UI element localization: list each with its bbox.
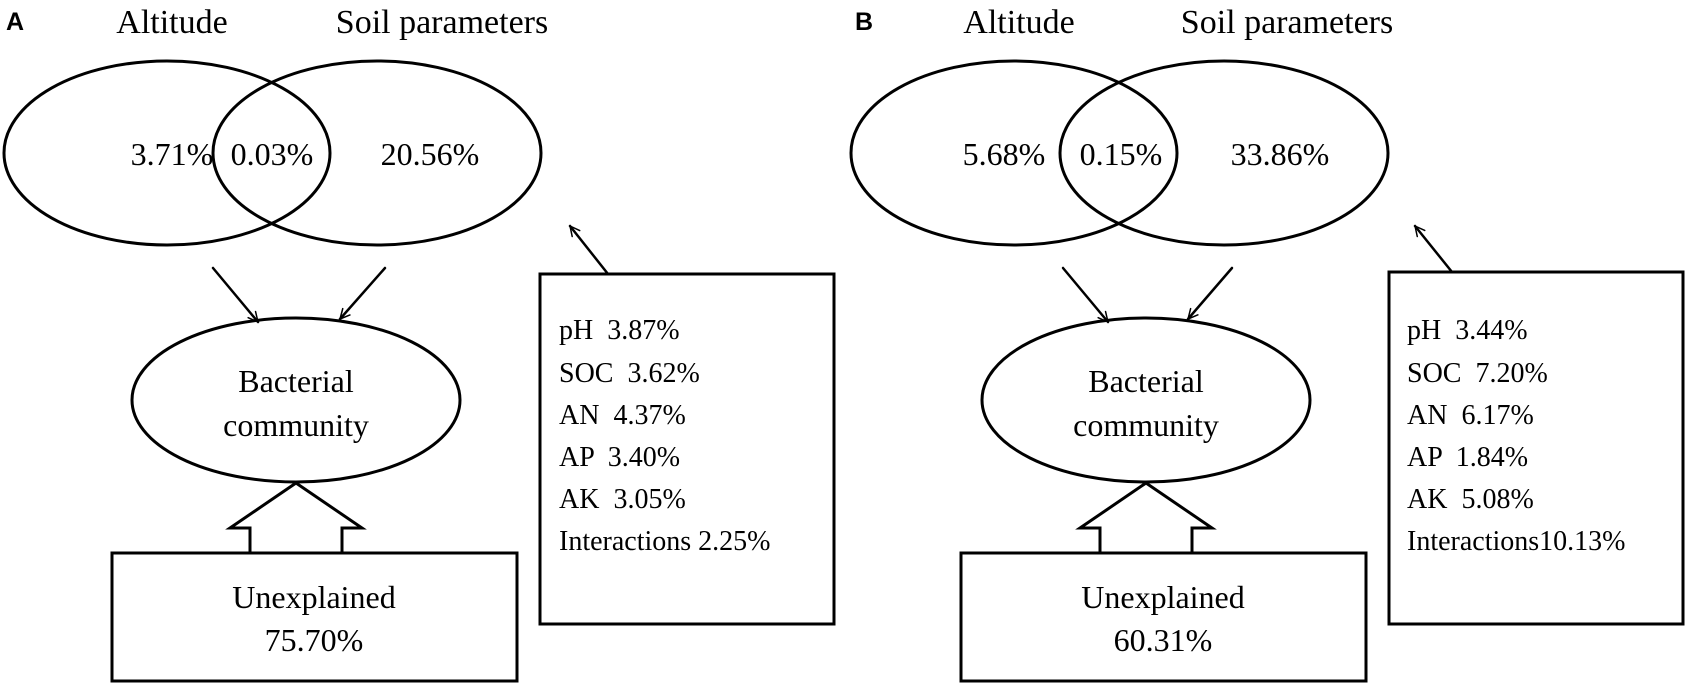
panel-a-soil-ellipse (211, 59, 543, 247)
panel-b-unexplained-label: Unexplained (1081, 579, 1245, 615)
panel-a-community-ellipse (130, 316, 462, 484)
panel-a-community-line1: Bacterial (238, 363, 354, 399)
panel-b-soil-breakdown-list: pH 3.44% SOC 7.20% AN 6.17% AP 1.84% AK … (1407, 315, 1626, 557)
panel-b-unexplained-block-arrow (1075, 481, 1217, 555)
panel-b-overlap-value: 0.15% (1080, 136, 1163, 172)
panel-a-soil-breakdown-box (538, 272, 836, 626)
panel-a-soil-item-interactions: Interactions 2.25% (559, 526, 771, 557)
panel-b-soil-item-soc: SOC 7.20% (1407, 358, 1548, 389)
panel-b-soil-label: Soil parameters (1181, 4, 1393, 41)
panel-b-soil-item-an: AN 6.17% (1407, 400, 1534, 431)
panel-b-soil-item-interactions: Interactions10.13% (1407, 526, 1626, 557)
panel-a-unexplained-label: Unexplained (232, 579, 396, 615)
panel-b-arrow-altitude-to-community (1061, 266, 1110, 324)
panel-a-soil-item-an: AN 4.37% (559, 400, 686, 431)
panel-a-unexplained-block-arrow (225, 481, 367, 555)
panel-b-soil-ellipse (1058, 59, 1390, 247)
panel-a-altitude-only-value: 3.71% (131, 136, 214, 172)
panel-a: A Altitude Soil parameters 3.71% 0.03% 2… (2, 4, 836, 683)
panel-b-unexplained-box (959, 551, 1368, 683)
panel-a-overlap-value: 0.03% (231, 136, 314, 172)
panel-b-arrow-soil-to-community (1186, 266, 1234, 321)
panel-b-soil-item-ap: AP 1.84% (1407, 442, 1528, 473)
panel-b-altitude-only-value: 5.68% (963, 136, 1046, 172)
panel-a-community-line2: community (223, 407, 369, 443)
panel-a-soil-item-ak: AK 3.05% (559, 484, 686, 515)
panel-b-arrow-box-to-soil (1413, 224, 1454, 274)
panel-a-arrow-box-to-soil (568, 224, 610, 276)
panel-a-altitude-label: Altitude (116, 4, 227, 41)
panel-b-community-line2: community (1073, 407, 1219, 443)
panel-a-unexplained-box (110, 551, 519, 683)
panel-a-letter: A (6, 8, 24, 36)
panel-a-arrow-altitude-to-community (211, 266, 260, 324)
panel-b-altitude-label: Altitude (963, 4, 1074, 41)
panel-b-soil-item-ak: AK 5.08% (1407, 484, 1534, 515)
panel-a-soil-item-ph: pH 3.87% (559, 315, 680, 346)
panel-b-community-ellipse (980, 316, 1312, 484)
panel-a-soil-only-value: 20.56% (381, 136, 480, 172)
panel-a-soil-item-soc: SOC 3.62% (559, 358, 700, 389)
panel-b-soil-breakdown-box (1387, 270, 1685, 626)
panel-b-altitude-ellipse (849, 59, 1179, 247)
panel-b-community-line1: Bacterial (1088, 363, 1204, 399)
panel-a-soil-breakdown-list: pH 3.87% SOC 3.62% AN 4.37% AP 3.40% AK … (559, 315, 771, 557)
panel-a-soil-label: Soil parameters (336, 4, 548, 41)
panel-b: B Altitude Soil parameters 5.68% 0.15% 3… (849, 4, 1685, 683)
panel-b-soil-only-value: 33.86% (1231, 136, 1330, 172)
panel-a-arrow-soil-to-community (338, 266, 387, 321)
panel-a-altitude-ellipse (2, 59, 332, 247)
panel-b-unexplained-value: 60.31% (1114, 622, 1213, 658)
panel-b-soil-item-ph: pH 3.44% (1407, 315, 1528, 346)
panel-a-unexplained-value: 75.70% (265, 622, 364, 658)
panel-b-letter: B (855, 8, 873, 36)
panel-a-soil-item-ap: AP 3.40% (559, 442, 680, 473)
